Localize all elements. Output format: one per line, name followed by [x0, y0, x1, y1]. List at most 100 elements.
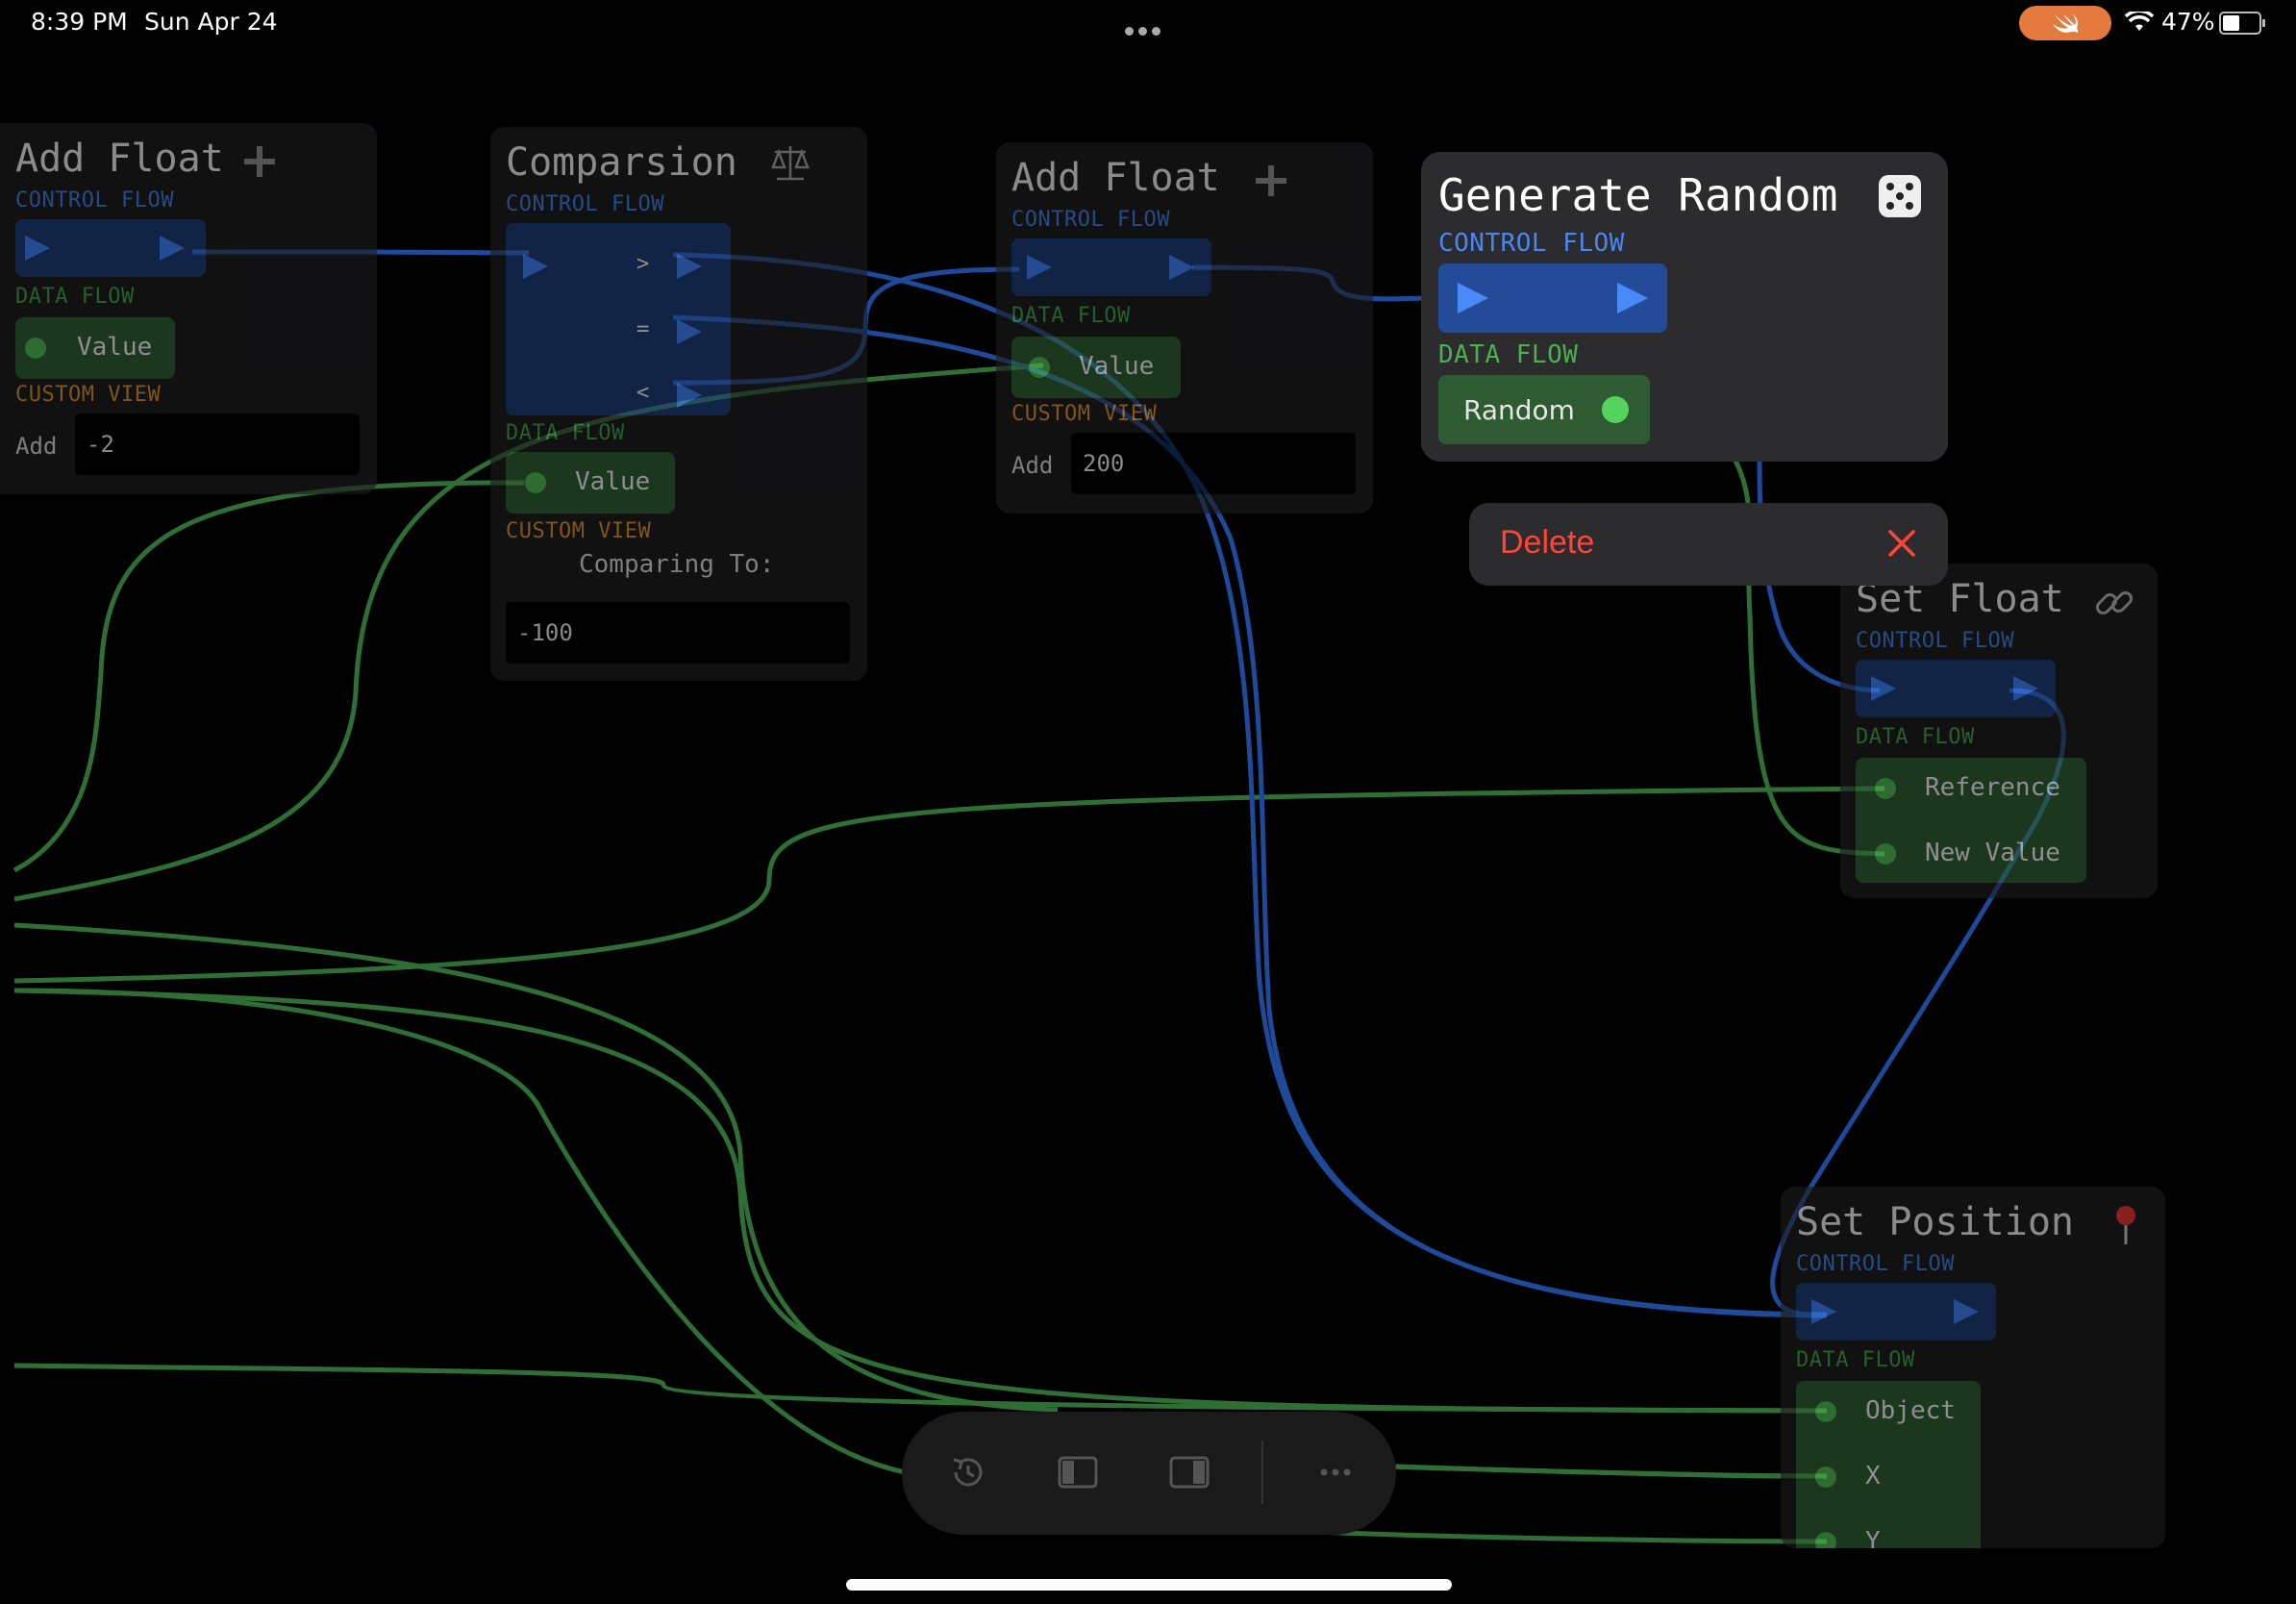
battery-icon [2219, 12, 2265, 35]
data-port-label: Random [1463, 394, 1575, 426]
node-add-float[interactable]: Add Float CONTROL FLOW DATA FLOW Value C… [0, 123, 377, 494]
data-wire [13, 786, 1885, 984]
control-in-icon[interactable] [523, 254, 548, 279]
data-port-label: Value [575, 467, 651, 496]
control-flow-label: CONTROL FLOW [1011, 208, 1170, 232]
data-port-label: New Value [1925, 839, 2060, 867]
node-set-float[interactable]: Set Float CONTROL FLOW DATA FLOW Referen… [1840, 564, 2158, 898]
comparing-to-label: Comparing To: [579, 550, 775, 579]
control-out-equal-icon[interactable] [677, 319, 702, 344]
control-flow-label: CONTROL FLOW [15, 188, 174, 213]
status-date: Sun Apr 24 [144, 8, 278, 36]
node-title: Set Position [1796, 1200, 2074, 1244]
data-port[interactable]: Value [15, 317, 175, 379]
link-icon [2095, 590, 2134, 615]
data-flow-label: DATA FLOW [1856, 725, 1975, 749]
data-in-y-icon[interactable] [1815, 1532, 1836, 1548]
plus-icon [244, 146, 275, 177]
control-out-greater-icon[interactable] [677, 254, 702, 279]
data-wire [13, 922, 1059, 1413]
data-port-list[interactable]: Object X Y [1796, 1381, 1981, 1548]
swift-playgrounds-indicator[interactable] [2019, 6, 2111, 40]
sidebar-left-icon[interactable] [1056, 1450, 1100, 1494]
data-flow-label: DATA FLOW [506, 421, 625, 445]
close-icon[interactable] [1884, 526, 1919, 561]
home-indicator[interactable] [846, 1579, 1452, 1591]
control-flow-label: CONTROL FLOW [1856, 629, 2014, 653]
data-flow-label: DATA FLOW [15, 285, 135, 309]
node-title: Comparsion [506, 140, 737, 185]
add-value-field[interactable]: -2 [75, 414, 360, 475]
bottom-toolbar [902, 1412, 1396, 1535]
control-out-less-icon[interactable] [677, 383, 702, 408]
data-in-icon[interactable] [525, 472, 546, 493]
data-port-label: Y [1865, 1527, 1881, 1548]
battery-percent: 47% [2161, 8, 2215, 36]
control-out-icon[interactable] [1169, 255, 1194, 280]
pin-icon [2116, 1206, 2135, 1244]
custom-view-label: CUSTOM VIEW [1011, 402, 1158, 426]
sidebar-right-icon[interactable] [1167, 1450, 1211, 1494]
control-flow-port[interactable]: > = < [506, 223, 731, 415]
data-out-icon[interactable] [1602, 396, 1629, 423]
op-equal: = [636, 317, 650, 341]
node-set-position[interactable]: Set Position CONTROL FLOW DATA FLOW Obje… [1781, 1187, 2165, 1548]
node-title: Add Float [15, 137, 224, 181]
delete-menu-label[interactable]: Delete [1500, 524, 1595, 561]
compare-value-field[interactable]: -100 [506, 602, 850, 664]
delete-menu[interactable]: Delete [1469, 503, 1948, 586]
add-value-field[interactable]: 200 [1071, 433, 1356, 494]
node-title: Add Float [1011, 156, 1220, 200]
control-flow-label: CONTROL FLOW [1796, 1252, 1955, 1276]
data-port-list[interactable]: Reference New Value [1856, 758, 2086, 883]
node-generate-random[interactable]: Generate Random CONTROL FLOW DATA FLOW R… [1421, 152, 1948, 462]
custom-view-label: CUSTOM VIEW [506, 519, 652, 543]
data-wire [13, 988, 962, 1479]
control-out-icon[interactable] [160, 236, 185, 261]
data-in-icon[interactable] [25, 338, 46, 359]
control-flow-port[interactable] [1438, 263, 1667, 333]
data-in-x-icon[interactable] [1815, 1466, 1836, 1488]
node-title: Generate Random [1438, 169, 1838, 221]
control-flow-label: CONTROL FLOW [506, 192, 664, 216]
status-bar: 8:39 PM Sun Apr 24 47% [0, 0, 2296, 46]
data-wire [12, 480, 525, 873]
data-in-reference-icon[interactable] [1875, 778, 1896, 799]
custom-view-label: CUSTOM VIEW [15, 383, 162, 407]
data-wire [13, 1363, 1828, 1414]
data-in-icon[interactable] [1029, 357, 1050, 378]
control-out-icon[interactable] [1954, 1299, 1979, 1324]
wifi-icon [2125, 12, 2154, 31]
data-wire [13, 988, 1828, 1414]
data-port[interactable]: Value [1011, 337, 1181, 398]
op-greater: > [636, 252, 650, 276]
dice-icon [1879, 175, 1921, 217]
control-out-icon[interactable] [2013, 676, 2038, 701]
node-comparison[interactable]: Comparsion CONTROL FLOW > = < DATA FLOW … [490, 127, 867, 681]
data-port-label: Value [1079, 352, 1155, 381]
plus-icon [1256, 165, 1286, 196]
node-add-float[interactable]: Add Float CONTROL FLOW DATA FLOW Value C… [996, 142, 1373, 514]
data-wire [1384, 1464, 1828, 1479]
control-in-icon[interactable] [1871, 676, 1896, 701]
control-flow-port[interactable] [1011, 238, 1211, 296]
control-flow-port[interactable] [1796, 1283, 1996, 1341]
scale-icon [771, 146, 810, 181]
control-in-icon[interactable] [1458, 283, 1488, 313]
control-flow-port[interactable] [15, 219, 206, 277]
data-port[interactable]: Value [506, 452, 675, 514]
control-in-icon[interactable] [1811, 1299, 1836, 1324]
data-port[interactable]: Random [1438, 375, 1650, 444]
data-port-label: Value [77, 333, 153, 362]
undo-icon[interactable] [946, 1450, 990, 1494]
control-in-icon[interactable] [25, 236, 50, 261]
control-in-icon[interactable] [1027, 255, 1052, 280]
data-in-new-value-icon[interactable] [1875, 843, 1896, 865]
multitasking-dots-icon[interactable] [1125, 13, 1169, 36]
control-flow-label: CONTROL FLOW [1438, 229, 1625, 258]
data-flow-label: DATA FLOW [1438, 340, 1579, 369]
data-in-object-icon[interactable] [1815, 1401, 1836, 1422]
more-icon[interactable] [1313, 1450, 1358, 1494]
control-flow-port[interactable] [1856, 660, 2056, 717]
control-out-icon[interactable] [1617, 283, 1648, 313]
